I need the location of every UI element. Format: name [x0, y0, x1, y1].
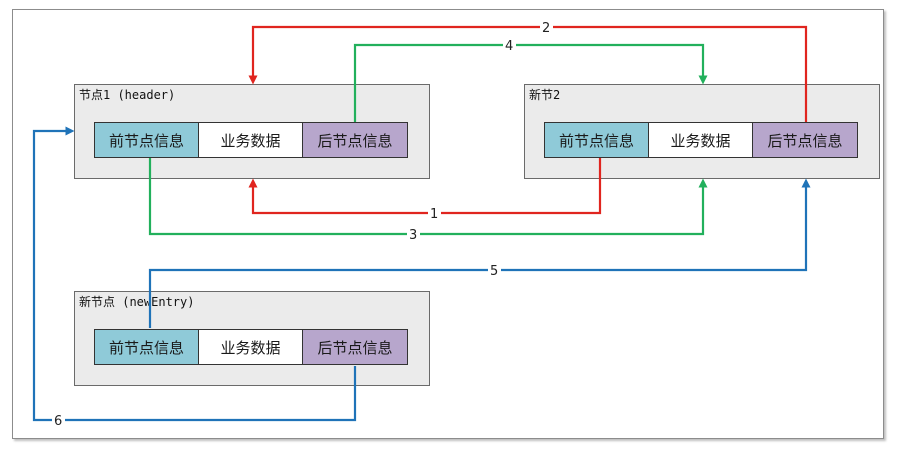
edge-4-label: 4 — [505, 39, 513, 54]
edge-6-line — [32, 126, 357, 422]
edge-3-line — [148, 158, 708, 236]
edge-4-line — [353, 43, 708, 122]
newentry-next-info-cell: 后节点信息 — [303, 330, 407, 364]
newentry-prev-info-cell: 前节点信息 — [95, 330, 199, 364]
header-next-info-cell: 后节点信息 — [303, 123, 407, 157]
header-prev-info-cell: 前节点信息 — [95, 123, 199, 157]
edge-2-line — [248, 25, 808, 122]
node2-prev-info-cell: 前节点信息 — [545, 123, 649, 157]
node-header-title: 节点1 (header) — [79, 88, 176, 102]
header-business-data-cell: 业务数据 — [199, 123, 303, 157]
node-2-title: 新节2 — [529, 88, 561, 102]
node-new-entry: 新节点 (newEntry) 前节点信息 业务数据 后节点信息 — [74, 291, 430, 386]
edge-5-line — [148, 178, 811, 328]
node-header-cells: 前节点信息 业务数据 后节点信息 — [94, 122, 408, 158]
edge-5-label: 5 — [490, 264, 498, 279]
edge-1-line — [248, 158, 602, 215]
edge-6-label: 6 — [54, 414, 62, 429]
node-new-entry-title: 新节点 (newEntry) — [79, 295, 195, 309]
node2-next-info-cell: 后节点信息 — [753, 123, 857, 157]
edge-1-label: 1 — [430, 207, 438, 222]
node2-business-data-cell: 业务数据 — [649, 123, 753, 157]
node-2-cells: 前节点信息 业务数据 后节点信息 — [544, 122, 858, 158]
node-header: 节点1 (header) 前节点信息 业务数据 后节点信息 — [74, 84, 430, 179]
edge-3-label: 3 — [409, 228, 417, 243]
newentry-business-data-cell: 业务数据 — [199, 330, 303, 364]
node-new-entry-cells: 前节点信息 业务数据 后节点信息 — [94, 329, 408, 365]
edge-2-label: 2 — [542, 21, 550, 36]
node-2: 新节2 前节点信息 业务数据 后节点信息 — [524, 84, 880, 179]
